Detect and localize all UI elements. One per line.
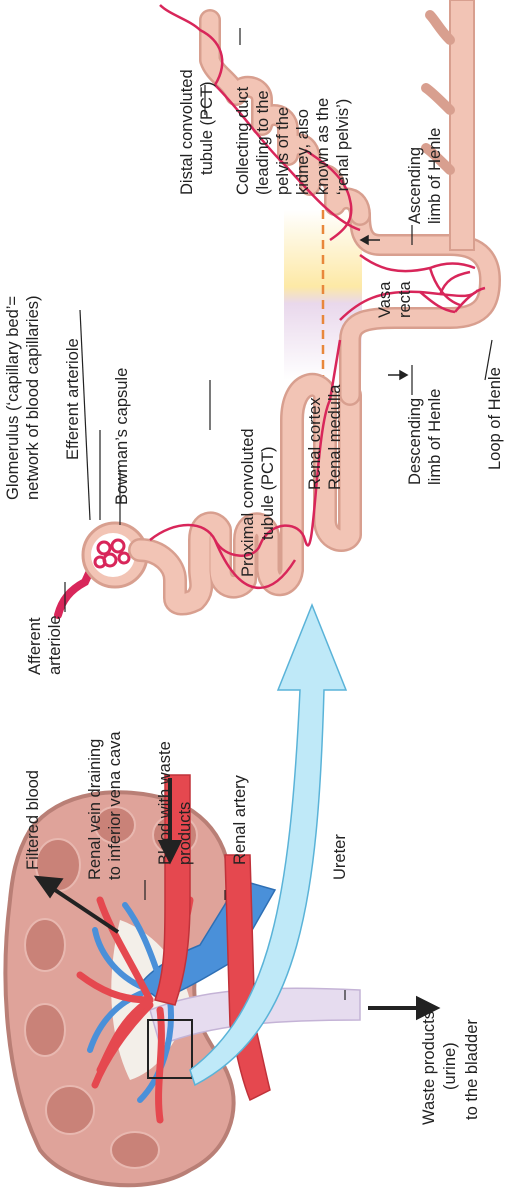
label-ascending-1: Ascending xyxy=(406,147,424,224)
label-waste-products-2: (urine) xyxy=(441,1042,459,1090)
label-blood-waste-2: products xyxy=(176,802,194,865)
label-loop: Loop of Henle xyxy=(486,367,504,470)
label-vasa-2: recta xyxy=(396,280,414,318)
label-bowman: Bowman’s capsule xyxy=(113,368,131,505)
label-collecting-1: Collecting duct xyxy=(234,86,252,195)
label-renal-vein-2: to inferior vena cava xyxy=(106,731,124,880)
label-collecting-3: pelvis of the xyxy=(274,107,292,195)
label-descending-1: Descending xyxy=(406,398,424,485)
label-waste-products-3: to the bladder xyxy=(463,1019,481,1120)
label-efferent: Efferent arteriole xyxy=(64,338,82,460)
label-renal-cortex: Renal cortex xyxy=(306,397,324,490)
label-vasa-1: Vasa xyxy=(376,281,394,318)
label-collecting-6: ‘renal pelvis’) xyxy=(334,99,352,195)
label-dct-2: tubule (PCT) xyxy=(198,81,216,175)
label-filtered-blood: Filtered blood xyxy=(24,770,42,870)
label-glomerulus-1: Glomerulus (‘capillary bed’= xyxy=(4,296,22,500)
label-renal-artery: Renal artery xyxy=(231,774,249,865)
label-afferent-1: Afferent xyxy=(26,617,44,675)
label-collecting-4: kidney, also xyxy=(294,109,312,195)
label-collecting-2: (leading to the xyxy=(254,90,272,195)
label-pct-2: tubule (PCT) xyxy=(259,446,277,540)
label-blood-waste-1: Blood with waste xyxy=(156,741,174,865)
label-pct-1: Proximal convoluted xyxy=(239,428,257,577)
label-afferent-2: arteriole xyxy=(46,615,64,675)
label-descending-2: limb of Henle xyxy=(426,389,444,485)
label-renal-vein-1: Renal vein draining xyxy=(86,739,104,880)
label-glomerulus-2: network of blood capillaries) xyxy=(24,295,42,500)
label-waste-products-1: Waste products xyxy=(420,1011,438,1125)
label-dct-1: Distal convoluted xyxy=(178,69,196,195)
label-renal-medulla: Renal medulla xyxy=(326,384,344,490)
label-collecting-5: known as the xyxy=(314,98,332,195)
label-ascending-2: limb of Henle xyxy=(426,128,444,224)
label-ureter: Ureter xyxy=(331,834,349,880)
